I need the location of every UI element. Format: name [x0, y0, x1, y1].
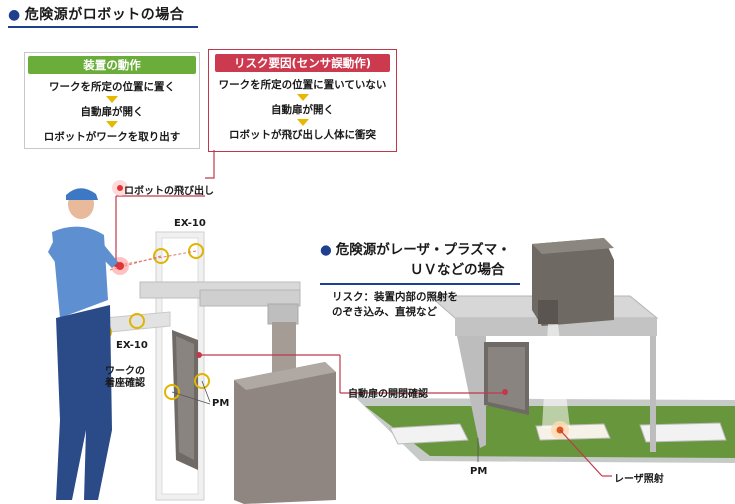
section1-title: ●危険源がロボットの場合 — [8, 7, 185, 23]
device-step-2: 自動扉が開く — [80, 106, 144, 118]
down-arrow-icon — [296, 94, 309, 101]
ex10-top-label: EX-10 — [174, 218, 206, 229]
door-check-label: 自動扉の開閉確認 — [348, 389, 428, 400]
pm-label-left: PM — [212, 398, 230, 409]
worker-figure — [48, 188, 118, 500]
device-step-1: ワークを所定の位置に置く — [49, 81, 175, 93]
robot-jump-label: ロボットの飛び出し — [124, 186, 214, 197]
section2-underline — [320, 283, 520, 285]
pm-label-right: PM — [470, 466, 488, 477]
laser-machine — [356, 238, 735, 477]
section2-title-line2: ＵＶなどの場合 — [410, 262, 505, 278]
bullet-icon: ● — [320, 242, 332, 258]
robot-cell — [96, 180, 420, 504]
section2-title: ●危険源がレーザ・プラズマ・ ＵＶなどの場合 — [320, 240, 511, 280]
work-check-label: ワークの 着座確認 — [105, 366, 145, 389]
callout-pointer — [205, 150, 215, 179]
risk-factor-header: リスク要因(センサ誤動作) — [215, 54, 390, 72]
section2-title-line1: 危険源がレーザ・プラズマ・ — [335, 242, 511, 258]
title-underline — [8, 26, 198, 28]
risk-step-2: 自動扉が開く — [271, 104, 334, 116]
device-operation-box: 装置の動作 ワークを所定の位置に置く 自動扉が開く ロボットがワークを取り出す — [24, 52, 200, 149]
down-arrow-icon — [106, 96, 118, 103]
down-arrow-icon — [106, 121, 118, 128]
risk-step-3: ロボットが飛び出し人体に衝突 — [229, 129, 376, 141]
section2-risk-text: リスク：装置内部の照射を のぞき込み、直視など — [332, 291, 458, 318]
risk-factor-box: リスク要因(センサ誤動作) ワークを所定の位置に置いていない 自動扉が開く ロボ… — [208, 49, 397, 152]
ex10-bottom-label: EX-10 — [116, 340, 148, 351]
device-step-3: ロボットがワークを取り出す — [43, 131, 181, 143]
down-arrow-icon — [296, 119, 309, 126]
risk-step-1: ワークを所定の位置に置いていない — [218, 79, 387, 91]
device-operation-header: 装置の動作 — [28, 56, 196, 74]
laser-label: レーザ照射 — [614, 474, 664, 485]
bullet-icon: ● — [8, 7, 21, 23]
